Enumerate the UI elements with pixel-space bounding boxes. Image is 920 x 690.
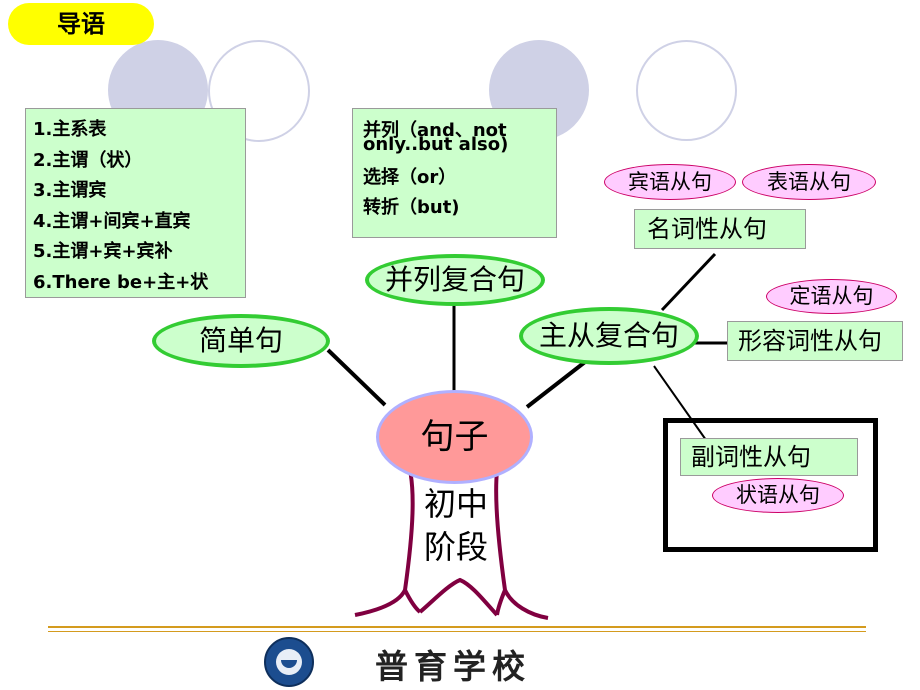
pattern-item: 6.There be+主+状 [33,271,209,293]
simple-pattern-box: 1.主系表 2.主谓（状） 3.主谓宾 4.主谓+间宾+直宾 5.主谓+宾+宾补… [25,108,246,298]
complex-sentence-node: 主从复合句 [519,307,699,365]
attributive-clause-pill: 定语从句 [766,279,897,314]
compound-type-line: 并列（and、not [363,120,507,141]
branch-simple-line [326,348,387,407]
simple-sentence-label: 简单句 [198,324,283,357]
compound-type-line: 转折（but) [363,197,460,218]
footer-line-2 [48,631,866,632]
branch-complex-line [525,360,587,409]
page-title: 导语 [57,10,105,38]
predicative-clause-pill: 表语从句 [742,164,876,200]
pattern-item: 2.主谓（状） [33,149,143,171]
compound-type-line: 选择（or） [363,167,457,188]
adverbial-sub-clause-pill: 状语从句 [712,478,844,513]
compound-types-box: 并列（and、not only..but also) 选择（or） 转折（but… [352,108,557,238]
pattern-item: 5.主谓+宾+宾补 [33,241,173,262]
adjective-clause-box: 形容词性从句 [727,321,903,361]
pattern-item: 4.主谓+间宾+直宾 [33,210,191,232]
trunk-label-line2: 阶段 [424,528,489,566]
title-pill [8,3,154,45]
adverbial-highlight-frame [663,418,878,552]
connector-nominal-line [660,252,717,312]
footer-line-1 [48,626,866,628]
pattern-item: 1.主系表 [33,119,107,140]
complex-sentence-label: 主从复合句 [538,319,679,352]
tree-trunk [354,454,549,620]
compound-sentence-node: 并列复合句 [365,254,545,306]
decor-circle-2 [208,40,310,142]
adverbial-clause-box: 副词性从句 [680,438,858,476]
decor-circle-4 [636,40,737,141]
compound-sentence-label: 并列复合句 [384,263,525,296]
school-name: 普育学校 [375,647,531,686]
trunk-label-line1: 初中 [424,485,489,523]
pattern-item: 3.主谓宾 [33,180,107,201]
school-logo-wave [281,660,297,668]
simple-sentence-node: 简单句 [152,314,330,368]
object-clause-pill: 宾语从句 [604,164,736,200]
compound-type-line: only..but also) [363,134,509,155]
connector-adverbial-line [653,365,707,441]
sentence-center-node: 句子 [376,390,533,484]
nominal-clause-box: 名词性从句 [634,209,806,249]
